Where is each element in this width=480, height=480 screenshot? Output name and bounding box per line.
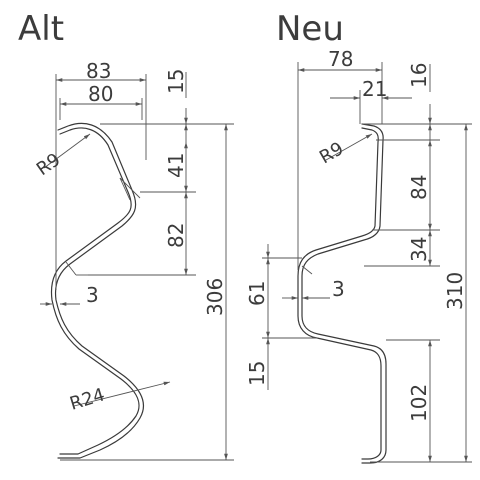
neu-profile-outer [301,123,387,464]
neu-profile-inner [297,127,382,460]
neu-dim-15: 15 [245,361,269,386]
alt-dim-80: 80 [88,82,113,106]
neu-dim-r9: R9 [316,138,347,168]
alt-dim-r9: R9 [33,149,65,180]
neu-dim-thickness: 3 [332,277,345,301]
alt-profile [50,122,145,459]
title-neu: Neu [276,9,344,49]
alt-dimension-labels: 83 80 15 41 82 306 3 R9 R24 [33,59,227,415]
alt-dim-83: 83 [86,59,111,83]
alt-dim-82: 82 [164,223,188,248]
neu-dim-61: 61 [245,281,269,306]
neu-dim-84: 84 [407,175,431,200]
neu-dim-310: 310 [443,272,467,310]
alt-dim-thickness: 3 [86,283,99,307]
neu-dimension-labels: 78 21 16 84 34 102 310 61 15 3 R9 [245,47,467,422]
alt-profile-outer [54,122,145,459]
neu-dimensions [262,62,472,463]
alt-dim-41: 41 [164,153,188,178]
neu-dim-78: 78 [328,47,353,71]
alt-profile-inner [50,127,140,455]
neu-dim-16: 16 [407,63,431,88]
alt-dim-r24: R24 [67,384,107,414]
neu-dim-34: 34 [407,237,431,262]
alt-dim-306: 306 [203,278,227,316]
neu-dim-21: 21 [362,77,387,101]
title-alt: Alt [18,9,64,49]
alt-dim-15: 15 [164,69,188,94]
alt-dimensions [40,72,234,461]
neu-dim-102: 102 [407,384,431,422]
neu-profile [297,123,387,464]
